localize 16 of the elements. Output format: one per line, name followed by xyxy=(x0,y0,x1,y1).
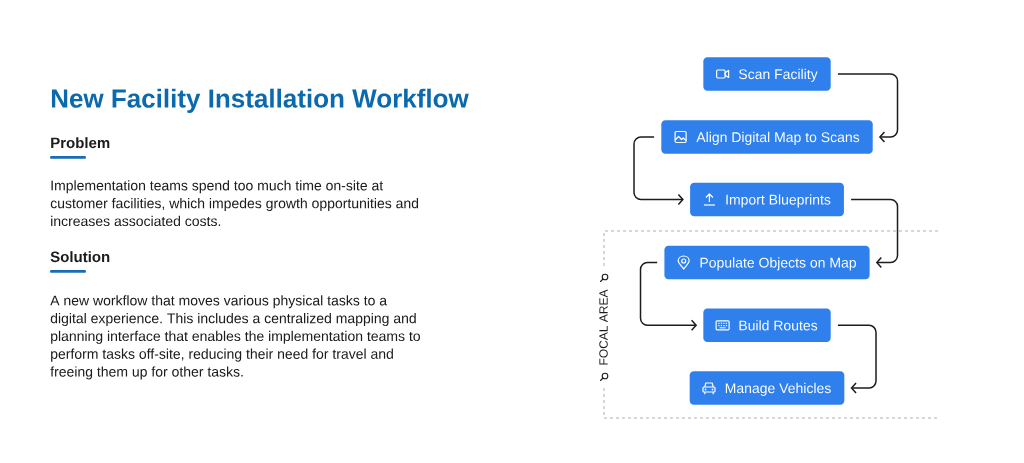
process-box: Scan Facility xyxy=(703,57,831,91)
section-heading: Solution xyxy=(50,251,110,263)
arrow xyxy=(837,73,899,143)
section-heading: Problem xyxy=(51,137,110,149)
title: New Facility Installation Workflow xyxy=(51,88,469,113)
arrow xyxy=(633,136,684,206)
arrow xyxy=(639,261,698,332)
paragraph: A new workflow that moves various physical tasks to a digital experience. This includes a centralized mapping and planning interface that enables the implementation teams to perform tasks off-site, reducing their need for travel and freeing them up for other tasks. xyxy=(50,295,420,380)
arrow xyxy=(837,324,877,394)
process-box: Manage Vehicles xyxy=(689,371,845,405)
paragraph: Implementation teams spend too much time on-site at customer facilities, which impedes growth opportunities and increases associated costs. xyxy=(50,180,419,227)
process-box: Populate Objects on Map xyxy=(664,245,870,280)
arrow xyxy=(850,198,899,269)
process-box: Import Blueprints xyxy=(690,182,844,217)
process-box: Build Routes xyxy=(703,308,831,343)
process-box: Align Digital Map to Scans xyxy=(661,120,873,154)
